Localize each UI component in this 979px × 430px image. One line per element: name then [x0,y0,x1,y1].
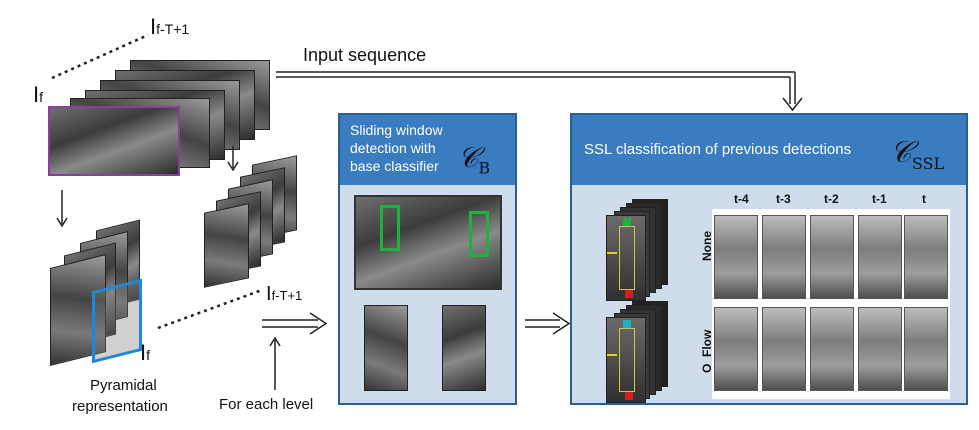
detection-volume-none [602,199,672,301]
feature-marker [607,354,617,356]
thumbnail [810,215,854,299]
ssl-classifier-symbol: 𝒞SSL [890,135,945,173]
thumbnail [714,215,758,299]
base-title-line1: Sliding window [350,122,443,138]
base-title-line3: base classifier [350,158,439,174]
feature-marker [623,218,631,226]
feature-overlay [619,226,635,290]
thumbnail [714,307,758,391]
ssl-classifier-header [572,115,966,185]
volume-slice-front [606,215,646,301]
current-frame [48,106,180,176]
feature-marker [625,290,633,298]
ssl-title: SSL classification of previous detection… [584,141,852,158]
thumbnail [904,307,948,391]
label-i-f-bottom: If [140,340,151,365]
thumbnail-grid [712,209,950,399]
label-i-f-t-1-mid: If-T+1 [266,283,303,305]
detection-box [380,205,400,251]
input-sequence-label: Input sequence [303,45,427,65]
thumbnail [810,307,854,391]
feature-overlay [619,328,635,392]
pyramidal-label-line1: Pyramidal [90,377,157,394]
thumbnail [762,215,806,299]
column-label: t-4 [734,192,749,206]
detection-image [354,195,502,290]
label-i-f-t-1-top: If-T+1 [150,14,190,39]
base-title-line2: detection with [350,140,436,156]
column-label: t-2 [824,192,839,206]
feature-marker [607,252,617,254]
ssl-classifier-panel: SSL classification of previous detection… [570,113,968,405]
base-classifier-header [340,115,515,185]
for-each-level-label: For each level [219,396,314,413]
detection-box [469,211,489,257]
thumbnail [858,307,902,391]
detection-volume-oflow [602,301,672,403]
thumbnail [762,307,806,391]
thumbnail [904,215,948,299]
column-label: t-3 [776,192,791,206]
column-label: t-1 [872,192,887,206]
thumbnail [858,215,902,299]
column-label: t [922,192,926,206]
input-sequence-stack [0,0,300,190]
base-classifier-panel: Sliding window detection with base class… [338,113,517,405]
feature-marker [623,320,631,328]
feature-marker [625,392,633,400]
base-classifier-symbol: 𝒞B [458,141,491,178]
detection-crop-person [442,305,486,391]
detection-crop-car [364,305,408,391]
volume-slice-front [606,317,646,403]
label-i-f-top: If [33,82,44,107]
pyramidal-label-line2: representation [72,398,168,415]
